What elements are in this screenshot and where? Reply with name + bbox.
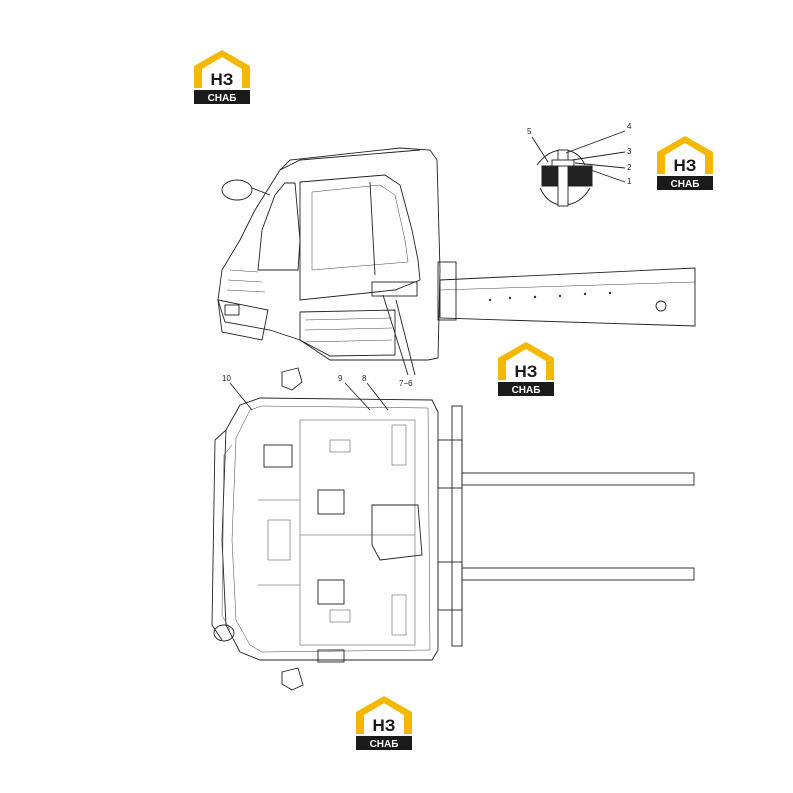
brand-logo: НЗ СНАБ [352, 694, 416, 752]
mount-detail: 1 2 3 4 5 [527, 122, 632, 207]
callout-10: 10 [222, 374, 231, 383]
callout-3: 3 [627, 147, 632, 156]
callout-8: 8 [362, 374, 367, 383]
callout-5: 5 [527, 127, 532, 136]
brand-logo: НЗ СНАБ [494, 340, 558, 398]
logo-letters: НЗ [373, 716, 396, 735]
logo-letters: НЗ [211, 70, 234, 89]
logo-word: СНАБ [671, 179, 700, 190]
callout-2: 2 [627, 163, 632, 172]
logo-letters: НЗ [674, 156, 697, 175]
brand-logo: НЗ СНАБ [190, 48, 254, 106]
logo-word: СНАБ [512, 385, 541, 396]
callout-7-6: 7−6 [399, 379, 413, 388]
logo-letters: НЗ [515, 362, 538, 381]
brand-logo: НЗ СНАБ [653, 134, 717, 192]
callout-1: 1 [627, 177, 632, 186]
logo-word: СНАБ [370, 739, 399, 750]
cab-side-view: 7−6 [217, 147, 696, 388]
callout-4: 4 [627, 122, 632, 131]
cab-plan-view: 10 9 8 [211, 367, 695, 691]
callout-9: 9 [338, 374, 343, 383]
logo-word: СНАБ [208, 93, 237, 104]
